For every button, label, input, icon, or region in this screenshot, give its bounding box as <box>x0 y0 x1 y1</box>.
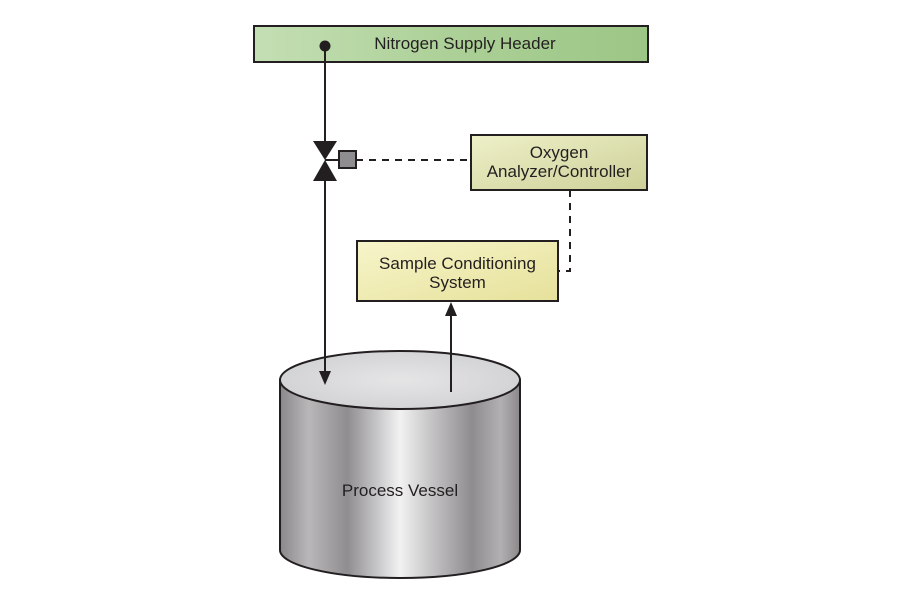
signal-line-to-sample <box>558 190 571 272</box>
arrow-down-icon <box>319 371 331 385</box>
sample-conditioning-label-line2: System <box>429 273 486 292</box>
tap-point-dot <box>319 40 331 52</box>
sample-conditioning-box <box>356 240 559 302</box>
nitrogen-supply-header-label: Nitrogen Supply Header <box>374 34 556 53</box>
arrow-up-icon <box>445 302 457 316</box>
oxygen-analyzer-box <box>470 134 648 191</box>
valve-actuator-icon <box>338 150 357 169</box>
oxygen-analyzer-label-line1: Oxygen <box>529 143 589 162</box>
nitrogen-supply-header-box <box>253 25 649 63</box>
process-vessel <box>279 350 521 579</box>
oxygen-analyzer-label-line2: Analyzer/Controller <box>486 162 632 181</box>
process-vessel-label: Process Vessel <box>341 481 459 500</box>
control-valve-icon <box>313 141 357 181</box>
sample-conditioning-label-line1: Sample Conditioning <box>379 254 536 273</box>
